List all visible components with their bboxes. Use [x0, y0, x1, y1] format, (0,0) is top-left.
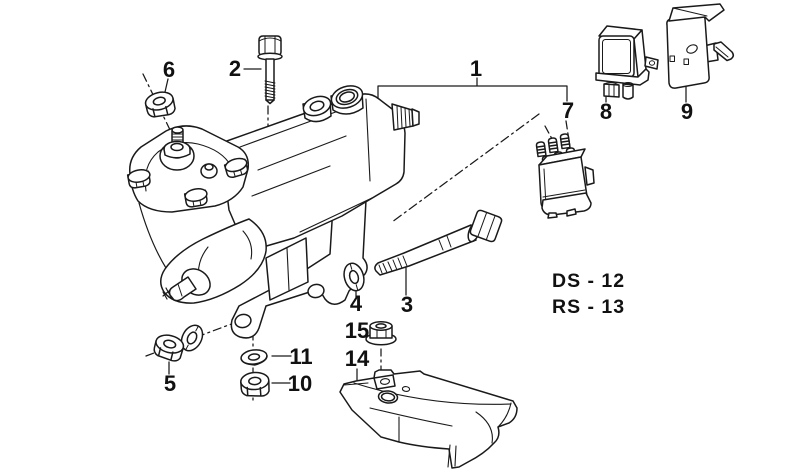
bolt-2: [257, 35, 283, 105]
callout-4: 4: [350, 291, 363, 316]
hydraulic-ports: [302, 85, 364, 123]
callout-8: 8: [600, 99, 612, 124]
nut-6: [142, 88, 178, 121]
gearbox-top-cover: [126, 125, 250, 213]
callout-labels: 1 2 6 7 8 9 3 4 5 11 10 15 14 DS - 12 RS…: [163, 56, 693, 396]
callout-5: 5: [164, 371, 176, 396]
heat-shield-14: [339, 369, 518, 469]
adjuster-screw: [163, 126, 191, 159]
washer-11: [239, 347, 269, 368]
callout-10: 10: [288, 371, 312, 396]
legend-ds-12: DS - 12: [552, 270, 625, 292]
cover-bolt: [223, 157, 249, 179]
callout-7: 7: [562, 98, 574, 123]
callout-15: 15: [345, 318, 369, 343]
nut-10: [239, 370, 271, 399]
pressure-switch-7: [535, 132, 595, 219]
steering-gearbox-drawing: [126, 85, 420, 339]
bolt-3: [374, 209, 503, 276]
callout-2: 2: [229, 56, 241, 81]
bracket-9: [666, 3, 735, 89]
callout-11: 11: [289, 344, 312, 369]
callout-6: 6: [163, 57, 175, 82]
callout-1: 1: [470, 56, 482, 81]
callout-1-dashdot: [391, 113, 540, 223]
callout-1-bracket-line: [377, 77, 568, 102]
relay-8: [595, 25, 659, 100]
cover-bolt: [126, 169, 151, 189]
nut-5: [151, 331, 187, 364]
callout-14: 14: [345, 346, 370, 371]
input-shaft: [391, 103, 420, 131]
legend-rs-13: RS - 13: [552, 296, 625, 318]
sector-shaft-housing: [138, 202, 267, 304]
callout-6-leader: [164, 78, 169, 93]
nut-6-dashdot: [142, 73, 173, 135]
flange-nut-15: [365, 321, 397, 346]
washer-5: [180, 324, 204, 352]
callout-3: 3: [401, 292, 413, 317]
cover-bolt: [183, 188, 208, 208]
callout-9: 9: [681, 99, 693, 124]
washer-4: [343, 262, 365, 292]
